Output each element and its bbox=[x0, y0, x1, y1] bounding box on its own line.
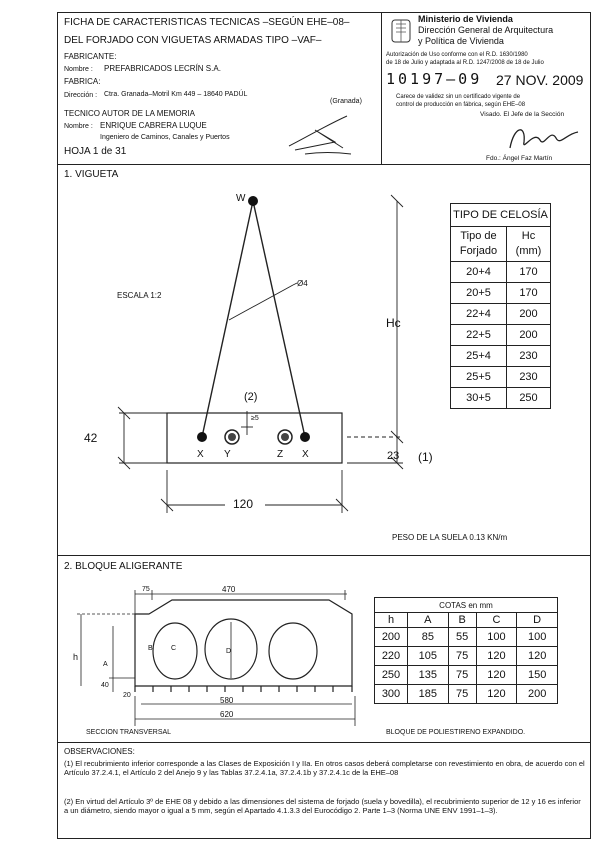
dim-620: 620 bbox=[220, 710, 234, 719]
tecnico-nombre-label: Nombre : bbox=[64, 123, 93, 130]
tecnico-nombre: ENRIQUE CABRERA LUQUE bbox=[100, 121, 207, 130]
label-w: W bbox=[236, 193, 246, 204]
provincia: (Granada) bbox=[330, 98, 362, 105]
label-120: 120 bbox=[233, 497, 254, 511]
cert-line-1: Carece de validez sin un certificado vig… bbox=[396, 94, 521, 100]
observaciones-title: OBSERVACIONES: bbox=[64, 747, 135, 756]
dim-20: 20 bbox=[123, 692, 131, 699]
tecnico-label: TECNICO AUTOR DE LA MEMORIA bbox=[64, 109, 195, 118]
authorization-number: 10197–09 bbox=[386, 70, 483, 88]
author-signature bbox=[288, 115, 352, 155]
authorization-date: 27 NOV. 2009 bbox=[496, 72, 584, 88]
celosia-title: TIPO DE CELOSÍA bbox=[450, 203, 551, 227]
label-hc: Hc bbox=[386, 316, 401, 330]
ministry-stamp: Ministerio de Vivienda Dirección General… bbox=[381, 12, 592, 164]
vigueta-drawing bbox=[117, 194, 404, 513]
dim-a: A bbox=[103, 661, 108, 668]
title-line-1: FICHA DE CARACTERISTICAS TECNICAS –SEGÚN… bbox=[64, 17, 350, 28]
label-z: Z bbox=[277, 449, 284, 460]
bloque-poliestireno: BLOQUE DE POLIESTIRENO EXPANDIDO. bbox=[386, 729, 526, 736]
cert-line-2: control de producción en fábrica, según … bbox=[396, 102, 526, 108]
cotas-title: COTAS en mm bbox=[374, 597, 558, 613]
celosia-head-hc: Hc(mm) bbox=[506, 226, 551, 262]
label-42: 42 bbox=[84, 431, 98, 445]
label-2: (2) bbox=[244, 391, 258, 403]
sheet-frame bbox=[57, 12, 591, 839]
visado-label: Visado. El Jefe de la Sección bbox=[480, 111, 565, 118]
dim-b: B bbox=[148, 645, 153, 652]
firma-label: Fdo.: Ángel Faz Martín bbox=[486, 155, 553, 162]
section-2-title: 2. BLOQUE ALIGERANTE bbox=[64, 561, 183, 572]
dim-75: 75 bbox=[142, 586, 150, 593]
dim-h: h bbox=[73, 652, 79, 662]
fabrica-label: FABRICA: bbox=[64, 77, 101, 86]
bloque-drawing bbox=[77, 590, 356, 726]
label-1: (1) bbox=[418, 450, 433, 464]
auth-line-1: Autorización de Uso conforme con el R.D.… bbox=[386, 52, 528, 58]
dim-c: C bbox=[171, 645, 177, 652]
tecnico-titulo: Ingeniero de Caminos, Canales y Puertos bbox=[100, 134, 230, 141]
dim-470: 470 bbox=[222, 585, 236, 594]
direccion-label: Dirección : bbox=[64, 92, 98, 99]
direccion-value: Ctra. Granada–Motril Km 449 – 18640 PADÚ… bbox=[104, 91, 248, 98]
observaciones-divider bbox=[57, 742, 591, 743]
coat-of-arms-icon bbox=[391, 19, 411, 43]
dim-40: 40 bbox=[101, 682, 109, 689]
escala-label: ESCALA 1:2 bbox=[117, 291, 162, 300]
nombre-value: PREFABRICADOS LECRÍN S.A. bbox=[104, 64, 221, 73]
header-divider bbox=[57, 164, 591, 165]
auth-line-2: de 18 de Julio y adaptada al R.D. 1247/2… bbox=[386, 60, 544, 66]
seccion-transversal: SECCION TRANSVERSAL bbox=[86, 729, 172, 736]
ministry-line-2: Dirección General de Arquitectura bbox=[418, 25, 554, 35]
label-phi: Ø4 bbox=[297, 279, 308, 288]
label-23: 23 bbox=[387, 450, 400, 462]
title-line-2: DEL FORJADO CON VIGUETAS ARMADAS TIPO –V… bbox=[64, 35, 322, 46]
dim-d: D bbox=[226, 648, 232, 655]
ministry-line-1: Ministerio de Vivienda bbox=[418, 14, 513, 24]
hoja-number: HOJA 1 de 31 bbox=[64, 146, 127, 157]
peso-suela: PESO DE LA SUELA 0.13 KN/m bbox=[392, 533, 508, 542]
table-header-row: h A B C D bbox=[374, 612, 558, 628]
section-divider bbox=[57, 555, 591, 556]
label-ge5: ≥5 bbox=[251, 415, 259, 422]
fabricante-label: FABRICANTE: bbox=[64, 52, 117, 61]
section-1-title: 1. VIGUETA bbox=[64, 169, 119, 180]
label-x1: X bbox=[197, 449, 204, 460]
label-y: Y bbox=[224, 449, 231, 460]
chief-signature bbox=[509, 129, 579, 149]
ministry-line-3: y Política de Vivienda bbox=[418, 36, 504, 46]
dim-580: 580 bbox=[220, 696, 234, 705]
observacion-2: (2) En virtud del Artículo 3º de EHE 08 … bbox=[64, 797, 581, 815]
label-x2: X bbox=[302, 449, 309, 460]
nombre-label: Nombre : bbox=[64, 66, 93, 73]
observacion-1: (1) El recubrimiento inferior correspond… bbox=[64, 759, 585, 777]
